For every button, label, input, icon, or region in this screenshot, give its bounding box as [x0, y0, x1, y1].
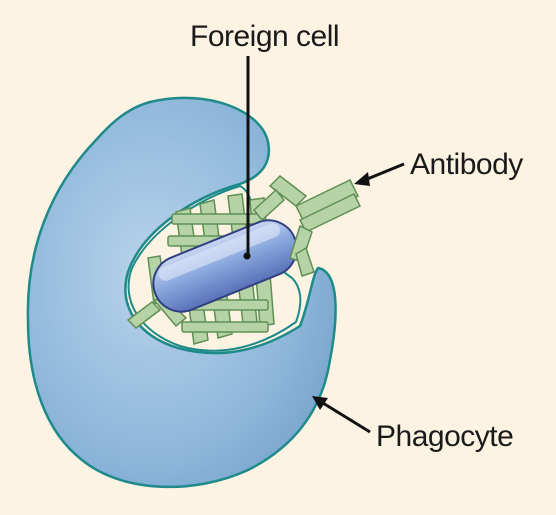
phagocyte-pointer: [318, 400, 370, 432]
antibody-pointer-arrowhead: [354, 172, 370, 186]
antibody-label: Antibody: [410, 148, 523, 181]
phagocyte-label: Phagocyte: [376, 420, 513, 453]
foreign-cell-pointer-dot: [244, 253, 251, 260]
foreign-cell-label: Foreign cell: [190, 20, 339, 53]
